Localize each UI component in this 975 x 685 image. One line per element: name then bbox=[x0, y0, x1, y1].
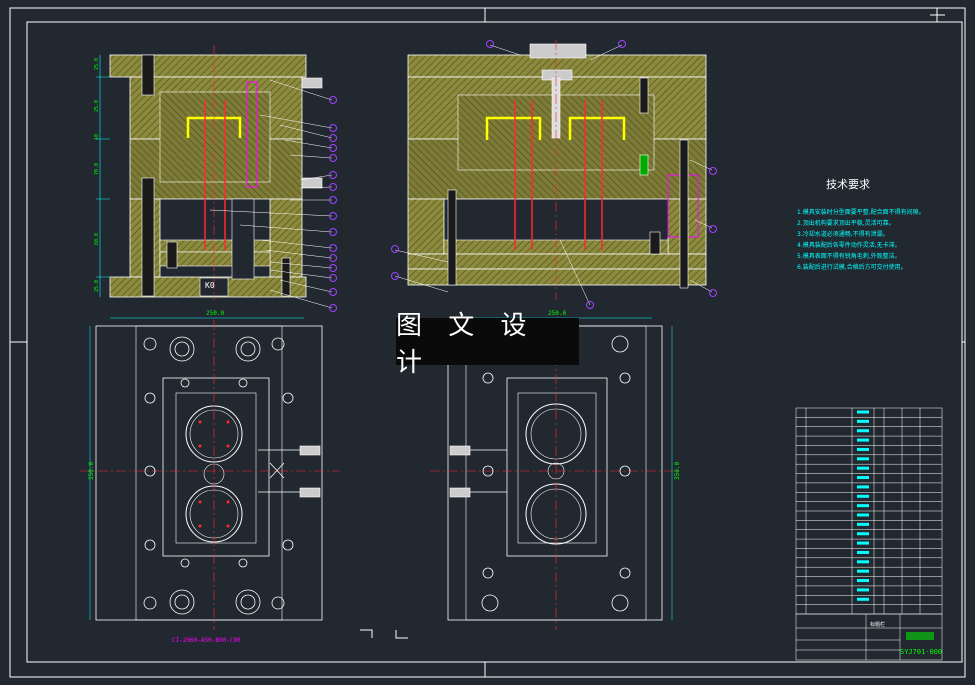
plan-view-left bbox=[80, 317, 340, 630]
watermark-logo: 图 文 设 计 bbox=[396, 311, 579, 378]
tech-requirements-title: 技术要求 bbox=[826, 178, 870, 191]
drawing-frame bbox=[9, 7, 966, 678]
side-view-left bbox=[96, 45, 323, 300]
bom-table bbox=[795, 407, 943, 661]
bom-row-mark bbox=[857, 447, 869, 451]
k-marker-label: K0 bbox=[205, 281, 215, 290]
balloons-left bbox=[209, 79, 333, 309]
balloons-right-circles bbox=[391, 40, 717, 309]
bom-row-mark bbox=[857, 457, 869, 461]
tech-note: 2.顶出机构要求顶出平稳,灵活可靠。 bbox=[797, 220, 895, 227]
dim-side-5: 60.0 bbox=[94, 233, 100, 245]
bom-row-mark bbox=[857, 522, 869, 526]
side-view-left-dims: 25.0 25.0 10 70.0 60.0 25.0 bbox=[94, 58, 100, 292]
bom-row-mark bbox=[857, 541, 869, 545]
balloons-left-circles bbox=[329, 96, 337, 312]
bom-row-mark bbox=[857, 485, 869, 489]
plan-dims: 250.0 250.0 350.0 350.0 bbox=[88, 310, 681, 480]
balloons-right bbox=[394, 44, 713, 306]
bom-row-mark bbox=[857, 532, 869, 536]
dim-top-width-left: 250.0 bbox=[206, 310, 224, 317]
title-block-header: 标题栏 bbox=[870, 622, 886, 628]
bom-row-mark bbox=[857, 560, 869, 564]
bom-row-mark bbox=[857, 504, 869, 508]
bom-row-mark bbox=[857, 419, 869, 423]
dim-side-1: 25.0 bbox=[94, 58, 100, 70]
bom-row-mark bbox=[857, 410, 869, 414]
bom-row-mark bbox=[857, 494, 869, 498]
tech-requirements-notes: 1.模具安装时分型面要平整,配合面不得有间隙。 2.顶出机构要求顶出平稳,灵活可… bbox=[797, 207, 947, 273]
bom-row-mark bbox=[857, 438, 869, 442]
drawing-code: SYJ701-000 bbox=[900, 648, 943, 656]
dim-side-height-left: 350.0 bbox=[88, 462, 95, 480]
bom-row-mark bbox=[857, 476, 869, 480]
bom-row-mark bbox=[857, 579, 869, 583]
assembly-code-label: CI-2060-A50-B90-C90 bbox=[172, 637, 241, 644]
dim-side-4: 70.0 bbox=[94, 163, 100, 175]
bom-row-mark bbox=[857, 569, 869, 573]
side-view-right bbox=[407, 40, 707, 300]
dim-side-3: 10 bbox=[94, 134, 100, 140]
dim-top-width-right: 250.0 bbox=[548, 310, 566, 317]
bom-row-mark bbox=[857, 513, 869, 517]
bom-row-mark bbox=[857, 429, 869, 433]
tech-note: 6.装配后进行试模,合格后方可交付使用。 bbox=[797, 264, 907, 271]
bom-row-mark bbox=[857, 550, 869, 554]
tech-note: 1.模具安装时分型面要平整,配合面不得有间隙。 bbox=[797, 209, 925, 216]
dim-side-height-right: 350.0 bbox=[674, 462, 681, 480]
bom-row-mark bbox=[857, 588, 869, 592]
dim-side-2: 25.0 bbox=[94, 100, 100, 112]
bom-row-mark bbox=[857, 466, 869, 470]
tech-note: 4.模具装配后各零件动作灵活,无卡滞。 bbox=[797, 242, 901, 249]
tech-note: 5.模具表面不得有锐角毛刺,外观整洁。 bbox=[797, 253, 901, 260]
tech-note: 3.冷却水道必须通畅,不得有泄漏。 bbox=[797, 231, 889, 238]
dim-side-6: 25.0 bbox=[94, 280, 100, 292]
bom-row-mark bbox=[857, 597, 869, 601]
